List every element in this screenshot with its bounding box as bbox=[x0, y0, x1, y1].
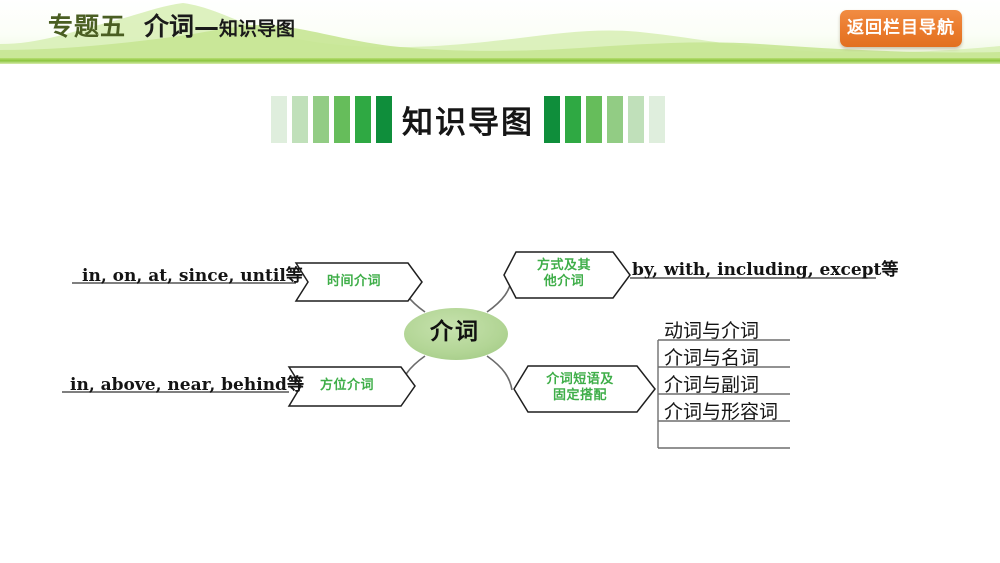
list-item-verb-prep: 动词与介词 bbox=[664, 320, 760, 342]
band-bar-right-1 bbox=[544, 95, 560, 143]
list-item-prep-adverb: 介词与副词 bbox=[664, 374, 760, 396]
header-background-decoration bbox=[0, 0, 1000, 64]
list-item-prep-adjective: 介词与形容词 bbox=[664, 401, 779, 423]
node-hexagon-manner[interactable] bbox=[503, 251, 631, 299]
section-title-band: 知识导图 bbox=[0, 90, 1000, 148]
mindmap-canvas bbox=[62, 251, 876, 449]
center-node-ellipse[interactable] bbox=[404, 308, 508, 360]
leaf-text-time: in, on, at, since, until等 bbox=[82, 266, 303, 286]
leaf-underlines bbox=[62, 277, 876, 393]
page-title: 专题五介词—知识导图 bbox=[48, 14, 295, 39]
center-node-label: 介词 bbox=[430, 318, 480, 345]
phrase-list-rules bbox=[657, 339, 790, 449]
topic-number-label: 专题五 bbox=[48, 12, 127, 41]
band-bar-right-3 bbox=[586, 95, 602, 143]
connector-phrase bbox=[486, 355, 513, 391]
band-bar-left-6 bbox=[376, 95, 392, 143]
band-bar-left-1 bbox=[271, 95, 287, 143]
band-bar-left-2 bbox=[292, 95, 308, 143]
list-item-prep-noun: 介词与名词 bbox=[664, 347, 760, 369]
band-bar-right-6 bbox=[649, 95, 665, 143]
band-bar-right-5 bbox=[628, 95, 644, 143]
leaf-text-place: in, above, near, behind等 bbox=[70, 375, 304, 395]
band-bar-left-3 bbox=[313, 95, 329, 143]
band-bar-left-4 bbox=[334, 95, 350, 143]
section-title-text: 知识导图 bbox=[402, 104, 534, 141]
band-bar-left-5 bbox=[355, 95, 371, 143]
band-bar-right-4 bbox=[607, 95, 623, 143]
page-header: 专题五介词—知识导图 返回栏目导航 bbox=[0, 0, 1000, 64]
node-hexagon-place[interactable] bbox=[287, 366, 416, 407]
node-hexagon-time[interactable] bbox=[294, 262, 423, 302]
title-sub-label: 知识导图 bbox=[219, 18, 296, 40]
mindmap: 介词 时间介词 方位介词 方式及其 他介词 介词短语及 固定搭配 in, on,… bbox=[0, 190, 1000, 490]
return-to-nav-button[interactable]: 返回栏目导航 bbox=[840, 10, 962, 47]
node-hexagon-phrase[interactable] bbox=[513, 365, 656, 413]
leaf-text-manner: by, with, including, except等 bbox=[632, 260, 899, 280]
band-bar-right-2 bbox=[565, 95, 581, 143]
title-main-label: 介词— bbox=[144, 12, 220, 41]
